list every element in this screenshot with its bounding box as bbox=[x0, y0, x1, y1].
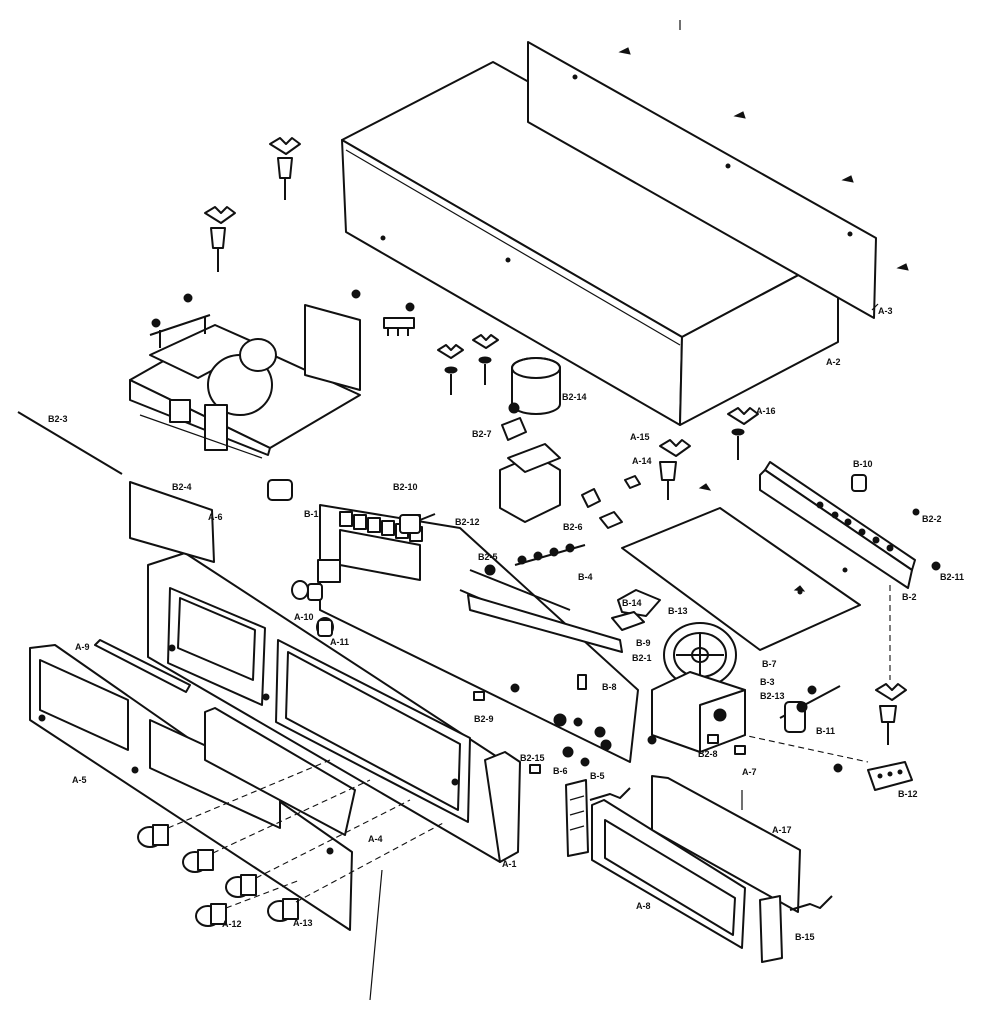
label-a10: A-10 bbox=[294, 612, 314, 622]
label-b2-2: B2-2 bbox=[922, 514, 942, 524]
knob-a12 bbox=[195, 903, 227, 927]
b2-7-bracket bbox=[501, 402, 527, 441]
label-b3: B-3 bbox=[760, 677, 775, 687]
foot-right-top bbox=[727, 407, 759, 460]
trim-strip-a9 bbox=[94, 639, 191, 693]
label-b2: B-2 bbox=[902, 592, 917, 602]
label-b4: B-4 bbox=[578, 572, 593, 582]
label-a16: A-16 bbox=[756, 406, 776, 416]
small-parts-middle bbox=[581, 475, 712, 529]
label-b2-5: B2-5 bbox=[478, 552, 498, 562]
label-b5: B-5 bbox=[590, 771, 605, 781]
label-b2-7: B2-7 bbox=[472, 429, 492, 439]
top-cover bbox=[341, 61, 839, 426]
connector-row bbox=[484, 543, 586, 576]
label-b2-1: B2-1 bbox=[632, 653, 652, 663]
mechanism-screws bbox=[151, 289, 415, 328]
rear-screws bbox=[618, 47, 909, 271]
cassette-mechanism bbox=[129, 304, 361, 459]
transformer-core bbox=[511, 357, 561, 415]
side-bracket bbox=[759, 461, 916, 589]
rod-b2-3 bbox=[17, 411, 123, 475]
display-window bbox=[204, 707, 356, 836]
front-panel bbox=[29, 644, 353, 931]
label-b2-11: B2-11 bbox=[940, 572, 964, 582]
label-b2-15: B2-15 bbox=[520, 753, 545, 763]
label-a6: A-6 bbox=[208, 512, 223, 522]
part-b14 bbox=[611, 589, 661, 631]
label-b2-8: B2-8 bbox=[698, 749, 718, 759]
motor-bracket bbox=[651, 671, 746, 753]
front-chassis bbox=[147, 552, 521, 863]
knob-1 bbox=[137, 824, 169, 848]
knob-b10 bbox=[851, 474, 867, 492]
label-b11: B-11 bbox=[816, 726, 835, 736]
label-b10: B-10 bbox=[853, 459, 873, 469]
power-transformer bbox=[499, 443, 561, 523]
plate-b12 bbox=[867, 761, 913, 791]
label-b2-4: B2-4 bbox=[172, 482, 192, 492]
label-b9: B-9 bbox=[636, 638, 651, 648]
knob-2 bbox=[182, 849, 214, 873]
label-a12: A-12 bbox=[222, 919, 242, 929]
label-a1: A-1 bbox=[502, 859, 517, 869]
label-b2-6: B2-6 bbox=[563, 522, 583, 532]
panel-a8 bbox=[591, 799, 746, 949]
foot-a15-a14 bbox=[659, 439, 691, 500]
label-a3: A-3 bbox=[878, 306, 893, 316]
leader-lines bbox=[679, 20, 879, 810]
label-b6: B-6 bbox=[553, 766, 568, 776]
label-a13: A-13 bbox=[293, 918, 313, 928]
part-labels: A-3 A-2 A-16 A-15 A-14 B2-14 B2-7 B2-3 B… bbox=[48, 306, 964, 942]
label-a5: A-5 bbox=[72, 775, 87, 785]
label-b8: B-8 bbox=[602, 682, 617, 692]
label-a14: A-14 bbox=[632, 456, 652, 466]
lower-screws bbox=[473, 674, 843, 774]
label-b1: B-1 bbox=[304, 509, 319, 519]
foot-upper-2 bbox=[204, 206, 236, 272]
label-b15: B-15 bbox=[795, 932, 815, 942]
label-b13: B-13 bbox=[668, 606, 688, 616]
main-pcb bbox=[317, 504, 639, 763]
label-a15: A-15 bbox=[630, 432, 650, 442]
shaft-b11 bbox=[779, 685, 841, 733]
foot-lower-right bbox=[875, 683, 907, 745]
knob-3 bbox=[225, 874, 257, 898]
rear-panel bbox=[527, 41, 877, 319]
label-a9: A-9 bbox=[75, 642, 90, 652]
label-a7: A-7 bbox=[742, 767, 757, 777]
part-a10 bbox=[291, 580, 323, 601]
knob-a13 bbox=[267, 898, 299, 922]
label-b12: B-12 bbox=[898, 789, 918, 799]
part-b2-10 bbox=[399, 513, 436, 534]
foot-upper-1 bbox=[269, 137, 301, 200]
label-b14: B-14 bbox=[622, 598, 642, 608]
bottom-plate bbox=[621, 507, 861, 651]
label-b2-9: B2-9 bbox=[474, 714, 494, 724]
label-b7: B-7 bbox=[762, 659, 777, 669]
side-board-a6 bbox=[129, 481, 215, 563]
label-a8: A-8 bbox=[636, 901, 651, 911]
label-b2-3: B2-3 bbox=[48, 414, 68, 424]
block-b15-right bbox=[759, 895, 833, 963]
label-b2-10: B2-10 bbox=[393, 482, 418, 492]
label-a2: A-2 bbox=[826, 357, 841, 367]
foot-mid-1 bbox=[437, 344, 464, 395]
switch-bracket bbox=[383, 317, 415, 336]
label-a17: A-17 bbox=[772, 825, 792, 835]
flywheel-b7 bbox=[663, 622, 737, 688]
label-b2-12: B2-12 bbox=[455, 517, 480, 527]
block-b15-left bbox=[565, 779, 631, 857]
panel-a17 bbox=[651, 775, 801, 913]
label-b2-13: B2-13 bbox=[760, 691, 785, 701]
part-a10-2 bbox=[267, 479, 293, 501]
label-a4: A-4 bbox=[368, 834, 383, 844]
part-a11 bbox=[316, 617, 334, 637]
label-a11: A-11 bbox=[330, 637, 349, 647]
label-b2-14: B2-14 bbox=[562, 392, 587, 402]
foot-mid-2 bbox=[472, 334, 499, 385]
